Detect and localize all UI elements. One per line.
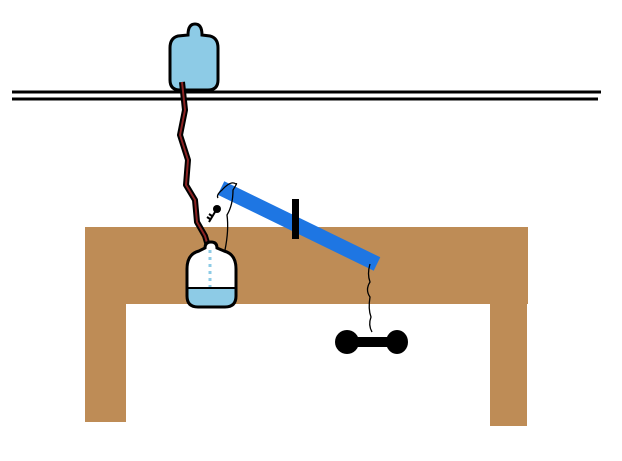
shelf-rail (12, 90, 601, 101)
string-and-key (206, 182, 373, 333)
key-icon (213, 205, 221, 213)
upper-water-bottle (168, 22, 220, 92)
lower-water-bottle (185, 240, 238, 309)
pivot-post (292, 199, 299, 239)
table (85, 227, 528, 426)
dumbbell-weight (335, 330, 408, 354)
siphon-tube (177, 81, 211, 247)
